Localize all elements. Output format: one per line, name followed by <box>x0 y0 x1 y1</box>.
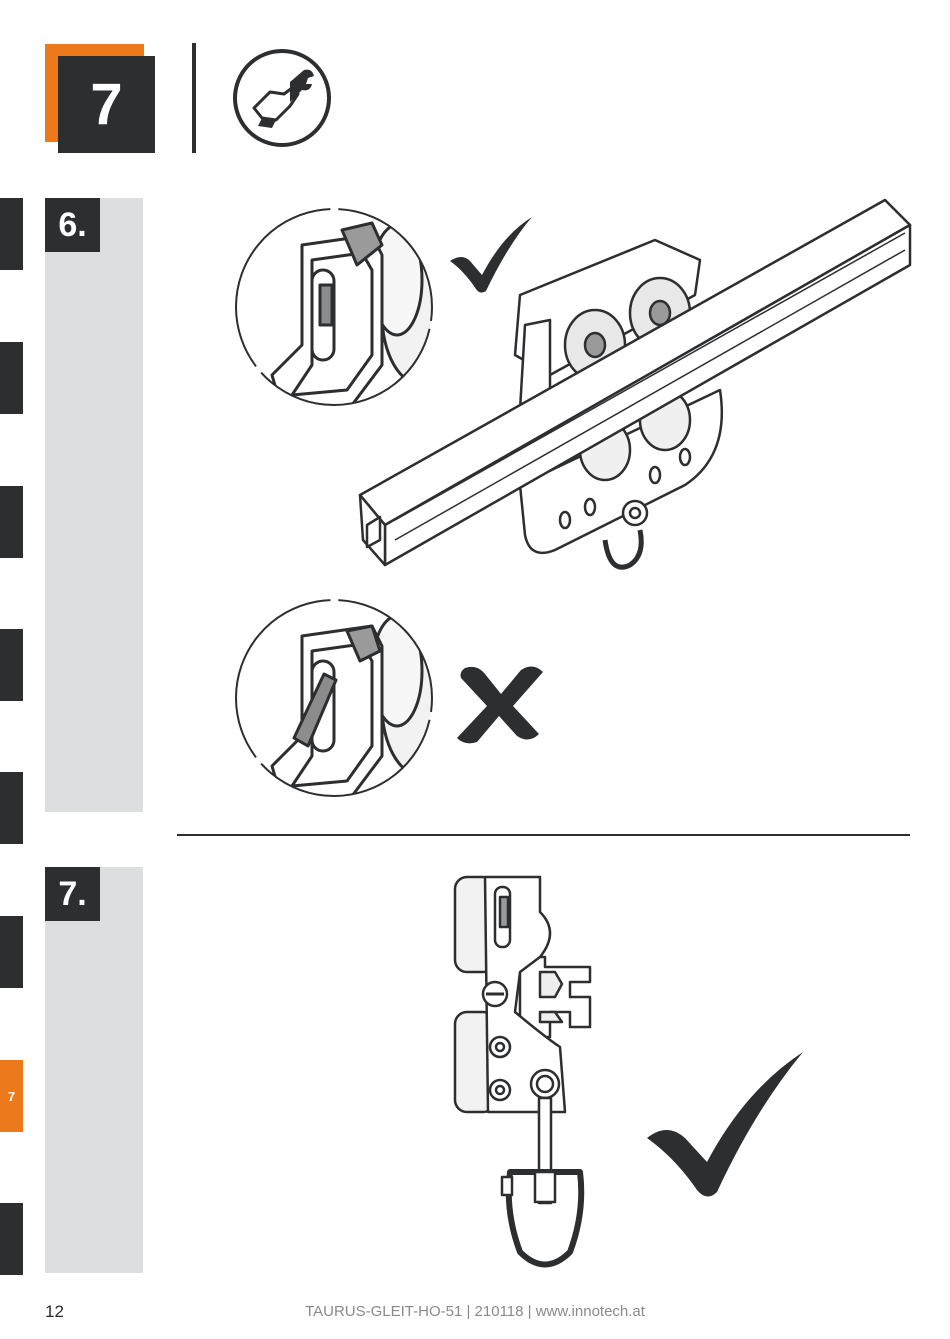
substep-6-panel <box>45 198 143 812</box>
hand-wrench-icon <box>232 48 332 148</box>
side-tab[interactable] <box>0 629 23 701</box>
detail-incorrect-illustration <box>232 596 437 801</box>
side-tab[interactable] <box>0 198 23 270</box>
step-number-badge: 7 <box>58 56 155 153</box>
side-tab-active[interactable]: 7 <box>0 1060 23 1132</box>
trolley-side-view-illustration <box>450 872 600 1272</box>
header-divider <box>192 43 196 153</box>
substep-7-number: 7. <box>45 867 100 921</box>
section-divider <box>177 834 910 836</box>
footer-doc-info: TAURUS-GLEIT-HO-51 | 210118 | www.innote… <box>0 1303 950 1320</box>
cross-icon <box>455 660 545 745</box>
checkmark-icon <box>645 1050 805 1200</box>
substep-6-number: 6. <box>45 198 100 252</box>
side-tab[interactable] <box>0 342 23 414</box>
side-tab[interactable] <box>0 772 23 844</box>
substep-7-panel <box>45 867 143 1273</box>
side-tab[interactable] <box>0 1203 23 1275</box>
trolley-rail-illustration <box>355 195 915 575</box>
side-tab[interactable] <box>0 916 23 988</box>
side-tab[interactable] <box>0 486 23 558</box>
